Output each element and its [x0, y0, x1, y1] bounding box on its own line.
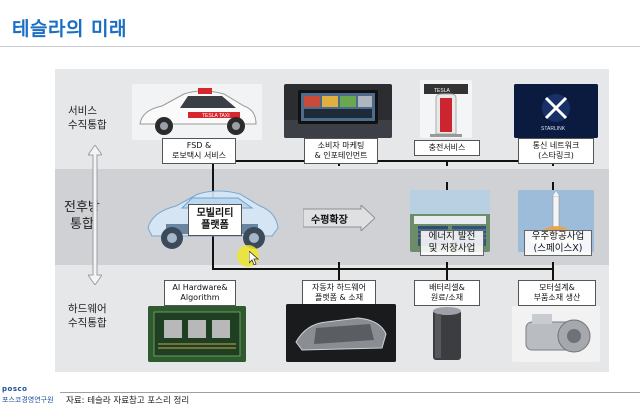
electric-motor-photo: [512, 306, 600, 362]
horizontal-expansion-label: 수평확장: [311, 215, 348, 226]
posco-research-institute: 포스코경영연구원: [2, 396, 54, 404]
footer-divider: [60, 392, 640, 393]
caption-fsd-robotaxi: FSD & 로보택시 서비스: [162, 138, 236, 164]
bottom-connector-line: [212, 268, 554, 270]
posco-logo: posco: [2, 385, 28, 393]
cursor-icon: [249, 251, 259, 265]
caption-motor-design: 모터설계& 부품소재 생산: [518, 280, 596, 306]
label-spacex: 우주항공사업 (스페이스X): [524, 230, 592, 256]
caption-vehicle-hardware: 자동차 하드웨어 플랫폼 & 소재: [302, 280, 376, 306]
connector-stub: [446, 182, 448, 192]
row-label-service: 서비스 수직통합: [68, 105, 107, 131]
vehicle-chassis-photo: [286, 304, 396, 362]
source-note: 자료: 테슬라 자료참고 포스리 정리: [66, 396, 190, 406]
infotainment-photo: [284, 84, 392, 138]
supercharger-photo: TESLA: [420, 80, 472, 138]
caption-charging-service: 충전서비스: [414, 140, 480, 156]
mobility-platform-box: 모빌리티 플랫폼: [188, 204, 242, 236]
caption-ai-hardware: AI Hardware& Algorithm: [164, 280, 236, 306]
connector-stub: [338, 262, 340, 280]
top-connector-line: [212, 160, 554, 162]
connector-stub: [552, 262, 554, 280]
caption-starlink-network: 통신 네트워크 (스타링크): [518, 138, 594, 164]
battery-cell-photo: [430, 306, 464, 362]
label-energy-storage: 에너지 발전 및 저장사업: [420, 230, 484, 256]
connector-stub: [552, 182, 554, 192]
charger-brand-text: TESLA: [434, 88, 451, 94]
robotaxi-photo: TESLA TAXI: [132, 84, 262, 140]
taxi-sign-text: TESLA TAXI: [202, 113, 230, 119]
starlink-photo: STARLINK: [514, 84, 598, 138]
row-label-integration: 전후방 통합: [64, 200, 100, 232]
connector-stub: [446, 262, 448, 280]
page-title: 테슬라의 미래: [12, 18, 127, 40]
caption-battery-cell: 배터리셀& 원료/소재: [414, 280, 480, 306]
starlink-brand-text: STARLINK: [541, 126, 566, 132]
connector-stub: [446, 160, 448, 166]
ai-chip-board-photo: [148, 306, 246, 362]
vertical-double-arrow-icon: [88, 145, 102, 285]
expand-arrow-icon: [303, 205, 375, 231]
row-label-hardware: 하드웨어 수직통합: [68, 303, 107, 329]
caption-marketing-infotainment: 소비자 마케팅 & 인포테인먼트: [304, 138, 378, 164]
title-divider: [0, 46, 640, 47]
